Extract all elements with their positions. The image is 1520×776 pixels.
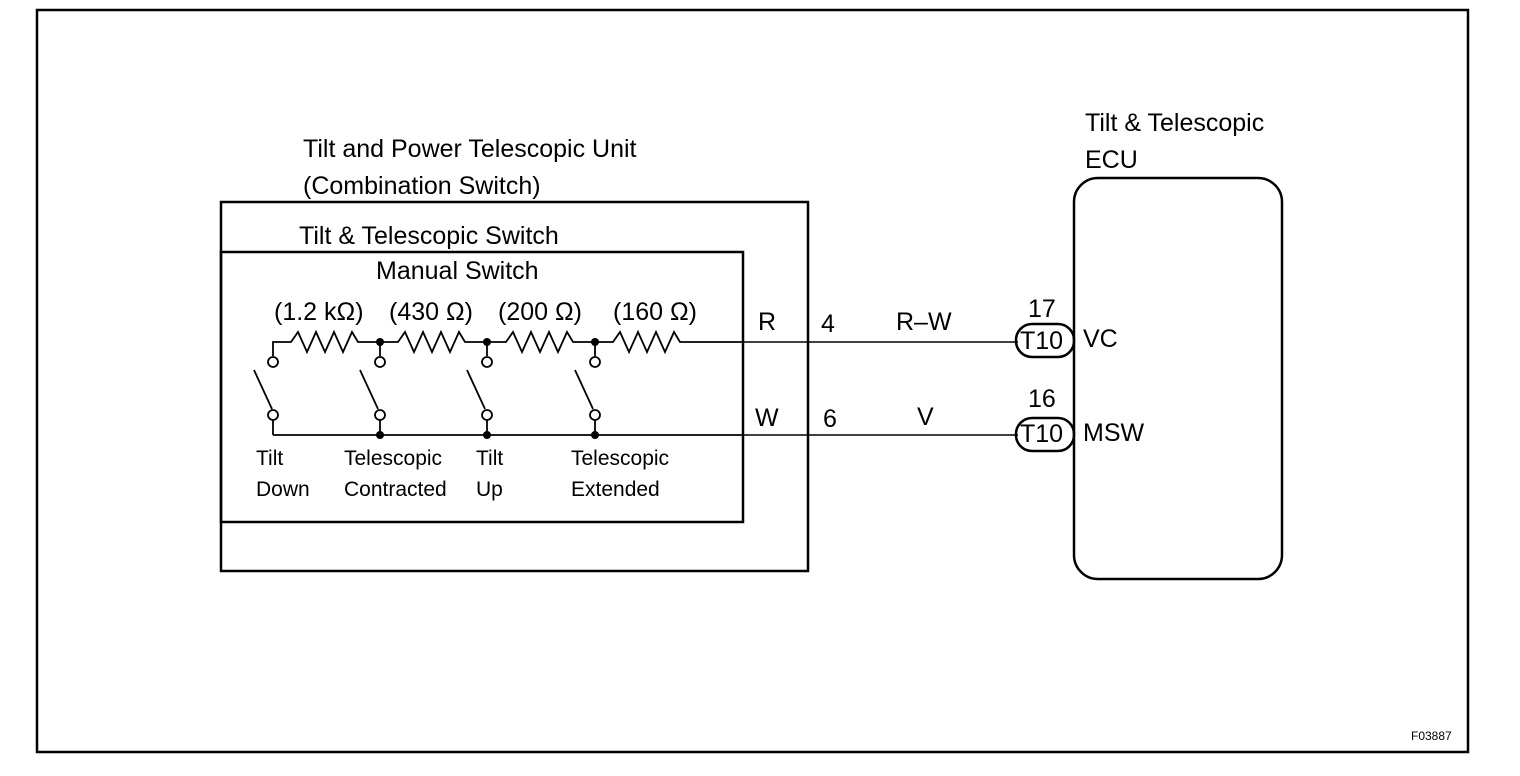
switch-label-tel-contracted-2: Contracted — [344, 478, 447, 501]
switch-label-tel-contracted-1: Telescopic — [344, 447, 442, 470]
junction-dot — [591, 431, 599, 439]
switch-contact-top — [374, 356, 386, 368]
wire-vc-color: R–W — [896, 308, 952, 336]
switch-label-tel-extended-1: Telescopic — [571, 447, 669, 470]
switch-contact-bottom — [374, 409, 386, 421]
ecu-pin-vc: 17 — [1028, 295, 1056, 323]
junction-dot — [376, 431, 384, 439]
manual-switch-box — [219, 250, 745, 524]
switch-contact-top — [267, 356, 279, 368]
wire-vc-side-label: R — [758, 308, 776, 336]
switch-blade-tilt-down — [253, 369, 273, 410]
wire-msw-side-label: W — [755, 404, 779, 432]
switch-contact-bottom — [589, 409, 601, 421]
ecu-pin-msw: 16 — [1028, 385, 1056, 413]
connector-msw-label: T10 — [1020, 420, 1063, 448]
ecu-title-line1: Tilt & Telescopic — [1085, 109, 1264, 137]
switch-contact-bottom — [481, 409, 493, 421]
wire-msw-color: V — [917, 403, 934, 431]
resistor-label-1: (1.2 kΩ) — [274, 298, 364, 326]
harness-wires — [742, 341, 1018, 436]
connector-vc — [1014, 322, 1076, 359]
switch-label-tel-extended-2: Extended — [571, 478, 660, 501]
manual-switch-title: Manual Switch — [376, 257, 539, 285]
resistor-label-2: (430 Ω) — [389, 298, 473, 326]
switch-box-title: Tilt & Telescopic Switch — [299, 222, 559, 250]
junction-dot — [376, 338, 384, 346]
connector-vc-label: T10 — [1020, 327, 1063, 355]
resistor-ladder — [272, 329, 742, 356]
diagram-frame — [35, 8, 1470, 754]
ecu-title-line2: ECU — [1085, 146, 1138, 174]
switch-blade-telescopic-extended — [574, 369, 594, 410]
ecu-box — [1072, 176, 1284, 581]
junction-dots — [376, 338, 599, 346]
common-junction-dots — [376, 431, 599, 439]
switch-label-tilt-down-2: Down — [256, 478, 310, 501]
resistor-label-3: (200 Ω) — [498, 298, 582, 326]
wire-vc-pin: 4 — [821, 310, 835, 338]
switch-label-tilt-down-1: Tilt — [256, 447, 283, 470]
figure-code: F03887 — [1411, 729, 1452, 743]
resistor-3 — [487, 329, 595, 355]
resistor-1 — [272, 329, 380, 356]
resistor-label-4: (160 Ω) — [613, 298, 697, 326]
switch-contact-top — [589, 356, 601, 368]
terminal-msw: MSW — [1083, 419, 1145, 447]
switch-blade-tilt-up — [466, 369, 486, 410]
resistor-4 — [595, 329, 742, 355]
switch-contact-bottom — [267, 409, 279, 421]
switch-blade-telescopic-contracted — [359, 369, 379, 410]
unit-title-line1: Tilt and Power Telescopic Unit — [303, 135, 637, 163]
unit-title-line2: (Combination Switch) — [303, 172, 541, 200]
switch-contacts — [253, 356, 742, 436]
junction-dot — [483, 338, 491, 346]
junction-dot — [591, 338, 599, 346]
wire-msw-pin: 6 — [823, 405, 837, 433]
terminal-vc: VC — [1083, 325, 1118, 353]
switch-label-tilt-up-2: Up — [476, 478, 503, 501]
switch-label-tilt-up-1: Tilt — [476, 447, 503, 470]
switch-contact-top — [481, 356, 493, 368]
junction-dot — [483, 431, 491, 439]
resistor-2 — [380, 329, 487, 355]
connector-msw — [1014, 416, 1076, 453]
